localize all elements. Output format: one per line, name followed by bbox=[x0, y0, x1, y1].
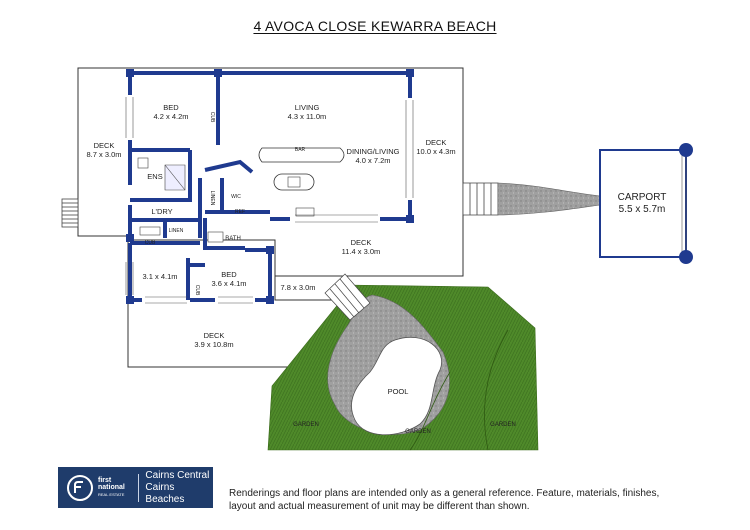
ens-label: ENS bbox=[147, 172, 162, 181]
pool-label: POOL bbox=[388, 387, 409, 396]
deck-lower-small-size: 7.8 x 3.0m bbox=[280, 283, 315, 292]
logo-line2: national bbox=[98, 484, 125, 491]
agency-logo: first national REAL ESTATE Cairns Centra… bbox=[58, 467, 213, 508]
deck-mid-label: DECK bbox=[351, 238, 372, 247]
bed2-label: BED bbox=[221, 270, 237, 279]
cub2-label: CUB bbox=[145, 240, 156, 246]
dining-label: DINING/LIVING bbox=[347, 147, 400, 156]
corner-blocks bbox=[126, 69, 414, 304]
garden-divide-1 bbox=[409, 371, 451, 451]
wic-label: WIC bbox=[231, 194, 241, 200]
logo-office1: Cairns Central bbox=[145, 469, 210, 481]
living-size: 4.3 x 11.0m bbox=[288, 112, 327, 121]
disclaimer-text: Renderings and floor plans are intended … bbox=[229, 488, 660, 512]
house-walls bbox=[128, 71, 412, 302]
bar-label: BAR bbox=[295, 147, 306, 153]
living-label: LIVING bbox=[295, 103, 320, 112]
stairs-left bbox=[61, 198, 79, 228]
bed1-label: BED bbox=[163, 103, 179, 112]
linen1-label: LINEN bbox=[169, 228, 184, 234]
logo-wordmark: first national REAL ESTATE bbox=[98, 477, 132, 498]
ldry-label: L'DRY bbox=[151, 207, 172, 216]
cub3-label: CUB bbox=[194, 285, 200, 296]
deck-left-size: 8.7 x 3.0m bbox=[86, 150, 121, 159]
logo-line3: REAL ESTATE bbox=[98, 492, 125, 497]
deck-right-label: DECK bbox=[426, 138, 447, 147]
carport-path bbox=[497, 182, 601, 216]
first-national-logo-icon bbox=[66, 474, 94, 502]
ensuite-fixtures bbox=[137, 157, 224, 243]
bed2-size: 3.6 x 4.1m bbox=[211, 279, 246, 288]
logo-divider bbox=[138, 473, 140, 502]
garden-divide-2 bbox=[484, 329, 509, 451]
deck-left-label: DECK bbox=[94, 141, 115, 150]
carport-label: CARPORT bbox=[618, 192, 667, 203]
kitchen-bar bbox=[258, 147, 345, 217]
deck-right-size: 10.0 x 4.3m bbox=[416, 147, 455, 156]
linen2-label: LINEN bbox=[209, 191, 215, 206]
deck-bottom-size: 3.9 x 10.8m bbox=[194, 340, 233, 349]
page-title: 4 AVOCA CLOSE KEWARRA BEACH bbox=[0, 18, 750, 34]
garden1-label: GARDEN bbox=[293, 422, 319, 428]
deck-mid-size: 11.4 x 3.0m bbox=[342, 247, 381, 256]
logo-office2: Cairns Beaches bbox=[145, 481, 185, 505]
logo-offices: Cairns Central Cairns Beaches bbox=[145, 470, 213, 506]
carport-size: 5.5 x 5.7m bbox=[619, 204, 666, 215]
pool bbox=[351, 336, 442, 436]
page-title-text: 4 AVOCA CLOSE KEWARRA BEACH bbox=[253, 18, 497, 34]
windows bbox=[125, 97, 414, 304]
garden3-label: GARDEN bbox=[490, 422, 516, 428]
bath-label: BATH bbox=[225, 236, 241, 242]
stairs-right bbox=[462, 182, 499, 216]
deck-bottom-label: DECK bbox=[204, 331, 225, 340]
cub1-label: CUB bbox=[209, 112, 215, 123]
bed3-size: 3.1 x 4.1m bbox=[142, 272, 177, 281]
pool-stairs bbox=[324, 273, 371, 321]
garden2-label: GARDEN bbox=[405, 429, 431, 435]
bed1-size: 4.2 x 4.2m bbox=[153, 112, 188, 121]
ref-label: REF bbox=[235, 209, 245, 215]
logo-line1: first bbox=[98, 477, 112, 484]
dining-size: 4.0 x 7.2m bbox=[355, 156, 390, 165]
carport bbox=[599, 143, 693, 264]
